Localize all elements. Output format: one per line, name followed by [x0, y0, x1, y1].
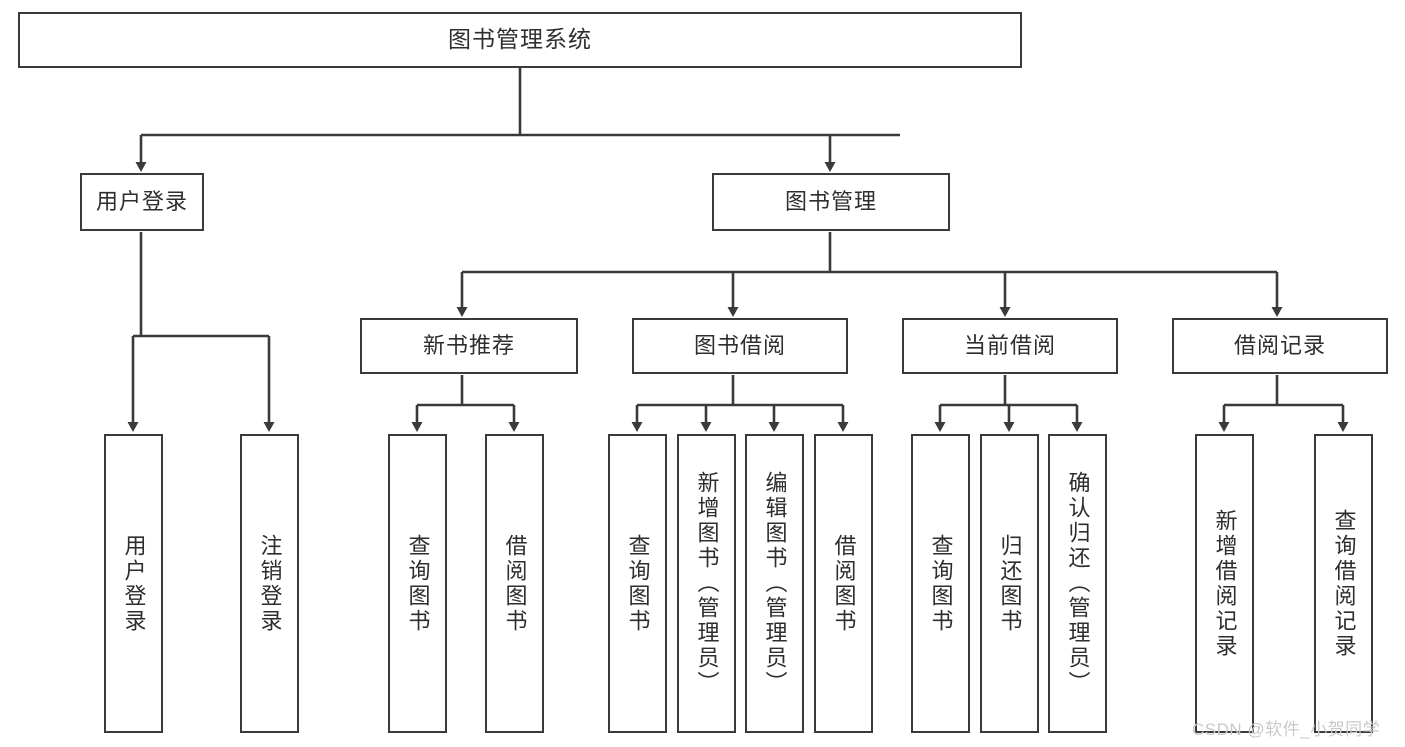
node-user-login[interactable]: 用户登录: [80, 173, 204, 231]
leaf-borrow-books[interactable]: 借阅图书: [814, 434, 873, 733]
leaf-query-borrow-record[interactable]: 查询借阅记录: [1314, 434, 1373, 733]
node-borrow-records[interactable]: 借阅记录: [1172, 318, 1388, 374]
node-label: 图书管理: [784, 188, 877, 214]
node-new-book-recommend[interactable]: 新书推荐: [360, 318, 578, 374]
node-label: 图书借阅: [693, 332, 786, 358]
node-book-borrow[interactable]: 图书借阅: [632, 318, 848, 374]
node-book-management[interactable]: 图书管理: [712, 173, 950, 231]
node-label: 注销登录: [257, 533, 283, 634]
node-label: 借阅图书: [831, 533, 857, 634]
node-label: 归还图书: [997, 533, 1023, 634]
leaf-confirm-return-admin[interactable]: 确认归还（管理员）: [1048, 434, 1107, 733]
leaf-borrow-books-recommend[interactable]: 借阅图书: [485, 434, 544, 733]
node-label: 借阅图书: [502, 533, 528, 634]
node-label: 用户登录: [121, 533, 147, 634]
leaf-user-login[interactable]: 用户登录: [104, 434, 163, 733]
node-label: 新增图书（管理员）: [694, 471, 720, 696]
node-root-system[interactable]: 图书管理系统: [18, 12, 1022, 68]
leaf-edit-book-admin[interactable]: 编辑图书（管理员）: [745, 434, 804, 733]
leaf-query-books-current[interactable]: 查询图书: [911, 434, 970, 733]
node-label: 新增借阅记录: [1212, 508, 1238, 659]
leaf-query-books-recommend[interactable]: 查询图书: [388, 434, 447, 733]
node-label: 新书推荐: [422, 332, 515, 358]
node-label: 图书管理系统: [448, 26, 592, 53]
node-label: 查询图书: [405, 533, 431, 634]
node-label: 查询借阅记录: [1331, 508, 1357, 659]
node-label: 编辑图书（管理员）: [762, 471, 788, 696]
node-label: 借阅记录: [1233, 332, 1326, 358]
node-label: 当前借阅: [963, 332, 1056, 358]
leaf-logout[interactable]: 注销登录: [240, 434, 299, 733]
leaf-add-book-admin[interactable]: 新增图书（管理员）: [677, 434, 736, 733]
node-label: 用户登录: [95, 188, 188, 214]
watermark-credit: CSDN @软件_小贺同学: [1192, 720, 1381, 739]
node-label: 查询图书: [928, 533, 954, 634]
leaf-return-books[interactable]: 归还图书: [980, 434, 1039, 733]
node-current-borrow[interactable]: 当前借阅: [902, 318, 1118, 374]
node-label: 确认归还（管理员）: [1065, 471, 1091, 696]
leaf-add-borrow-record[interactable]: 新增借阅记录: [1195, 434, 1254, 733]
node-label: 查询图书: [625, 533, 651, 634]
leaf-query-books-borrow[interactable]: 查询图书: [608, 434, 667, 733]
